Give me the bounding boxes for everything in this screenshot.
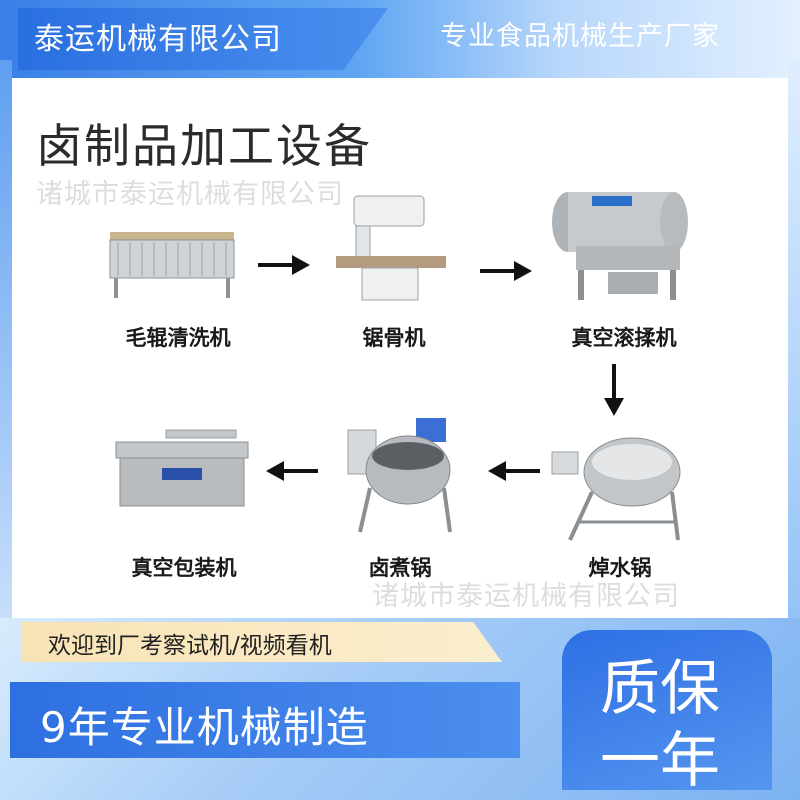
- arrow-down-icon: [604, 364, 624, 416]
- arrow-left-icon: [488, 461, 540, 481]
- step-label-brush-washer: 毛辊清洗机: [125, 326, 231, 350]
- warranty-text-line1: 质保: [600, 654, 720, 724]
- welcome-banner: [22, 622, 502, 662]
- company-banner: [18, 8, 388, 70]
- page-title: 卤制品加工设备: [36, 119, 372, 173]
- slogan: 专业食品机械生产厂家: [440, 21, 720, 52]
- brush-washer-image: [109, 232, 235, 298]
- arrow-left-icon: [266, 461, 318, 481]
- left-border: [0, 60, 12, 660]
- welcome-text: 欢迎到厂考察试机/视频看机: [48, 633, 332, 659]
- right-border: [788, 60, 800, 660]
- vacuum-tumbler-image: [552, 192, 688, 300]
- step-label-bone-saw: 锯骨机: [362, 326, 426, 350]
- vacuum-packer-image: [115, 429, 249, 507]
- braising-pot-image: [347, 418, 452, 533]
- bone-saw-image: [336, 195, 446, 301]
- blanching-pot-image: [551, 437, 681, 541]
- step-label-vacuum-packer: 真空包装机: [131, 556, 237, 580]
- arrow-right-icon: [258, 255, 310, 275]
- company-name: 泰运机械有限公司: [34, 22, 282, 57]
- step-label-braising-pot: 卤煮锅: [368, 556, 432, 580]
- experience-text: 9年专业机械制造: [40, 703, 369, 752]
- warranty-badge: [562, 630, 772, 790]
- experience-banner: [10, 682, 520, 758]
- arrow-right-icon: [480, 261, 532, 281]
- watermark-bottom: 诸城市泰运机械有限公司: [372, 581, 680, 612]
- watermark-top: 诸城市泰运机械有限公司: [36, 179, 344, 210]
- content-panel: [12, 78, 788, 618]
- step-label-blanching-pot: 焯水锅: [588, 556, 652, 580]
- step-label-vacuum-tumbler: 真空滚揉机: [571, 326, 677, 350]
- warranty-text-line2: 一年: [600, 726, 720, 796]
